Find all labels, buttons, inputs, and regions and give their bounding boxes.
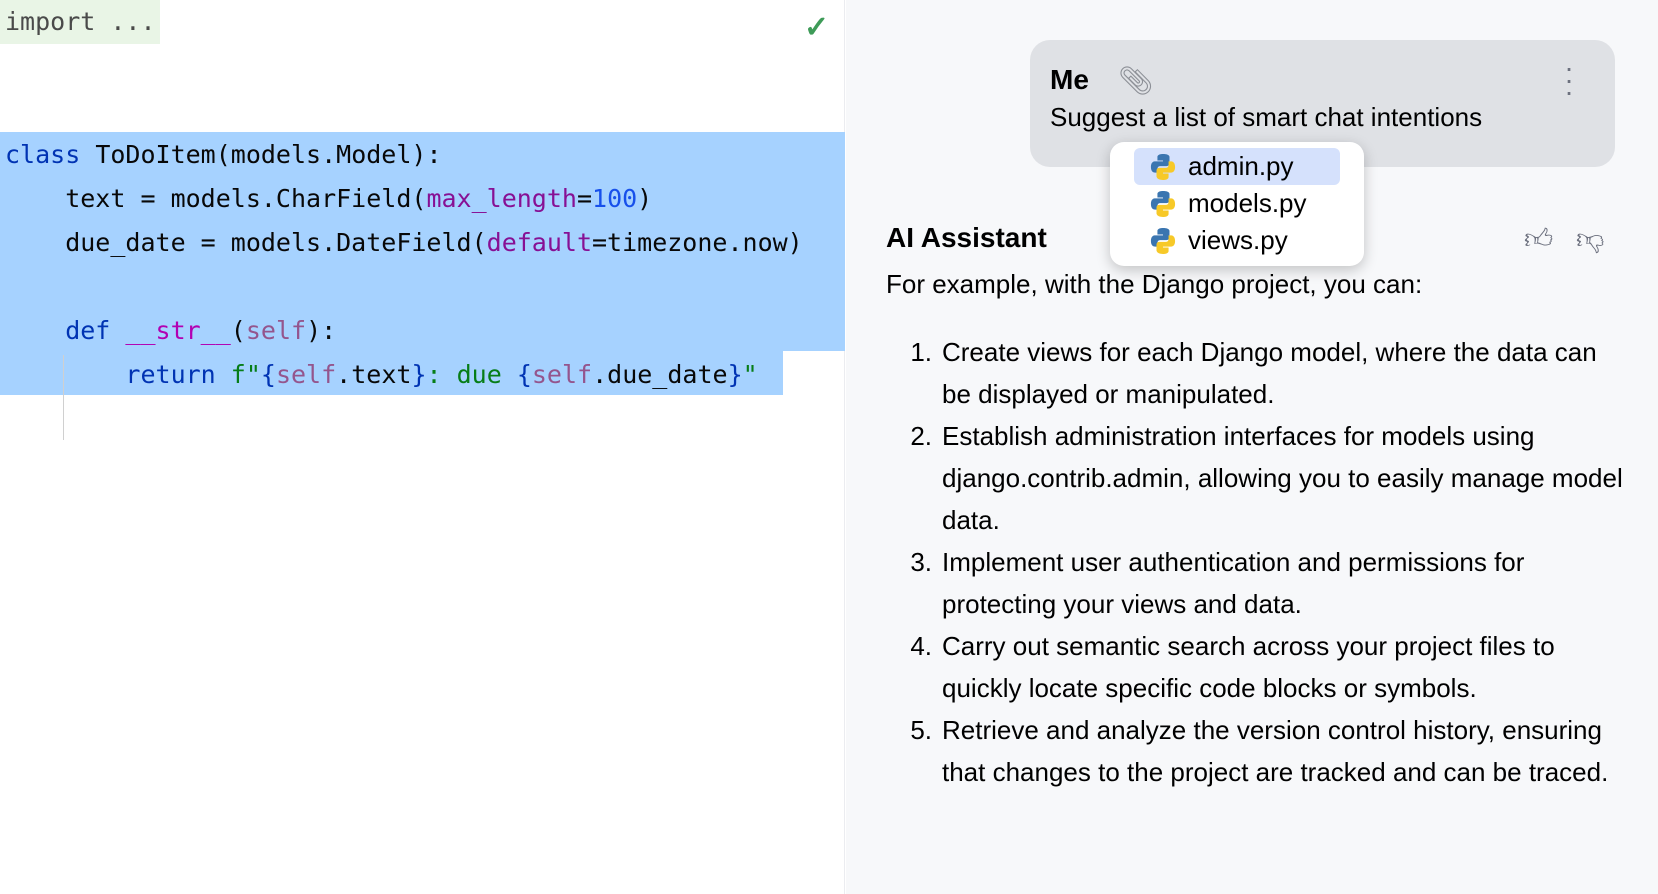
- code-line: text = models.CharField(max_length=100): [5, 184, 653, 213]
- attachments-popup: admin.py models.py views.py: [1110, 142, 1364, 266]
- selection-highlight: [0, 351, 783, 395]
- list-item: 2.Establish administration interfaces fo…: [910, 421, 1623, 535]
- user-name: Me: [1050, 64, 1089, 95]
- python-icon: [1150, 153, 1176, 180]
- paperclip-icon[interactable]: 📎︎: [1118, 65, 1154, 96]
- attachment-name: models.py: [1188, 188, 1307, 218]
- attachment-name: views.py: [1188, 225, 1288, 255]
- thumbs-down-icon[interactable]: 👎︎: [1576, 223, 1605, 254]
- indent-guide: [63, 355, 64, 440]
- code-line: return f"{self.text}: due {self.due_date…: [5, 360, 758, 389]
- check-icon[interactable]: ✓: [804, 11, 830, 44]
- code-editor[interactable]: import ... ✓ class ToDoItem(models.Model…: [0, 0, 845, 894]
- thumbs-up-icon[interactable]: 👍︎: [1524, 223, 1554, 254]
- folded-imports[interactable]: [0, 0, 160, 44]
- assistant-intro: For example, with the Django project, yo…: [886, 269, 1423, 299]
- list-item: 3.Implement user authentication and perm…: [910, 547, 1525, 619]
- assistant-name: AI Assistant: [886, 222, 1047, 253]
- code-line: class ToDoItem(models.Model):: [5, 140, 442, 169]
- suggestion-list: 1.Create views for each Django model, wh…: [910, 331, 1632, 793]
- ai-chat-panel: Me 📎︎ ··· Suggest a list of smart chat i…: [846, 0, 1658, 894]
- list-item: 5.Retrieve and analyze the version contr…: [910, 715, 1609, 787]
- import-line[interactable]: import ...: [5, 7, 156, 36]
- attachment-name: admin.py: [1188, 151, 1294, 181]
- list-item: 1.Create views for each Django model, wh…: [910, 337, 1597, 409]
- attachment-item[interactable]: views.py: [1134, 222, 1340, 259]
- code-line: due_date = models.DateField(default=time…: [5, 228, 803, 257]
- attachment-item[interactable]: admin.py: [1134, 148, 1340, 185]
- selection-highlight: [0, 132, 845, 351]
- python-icon: [1150, 227, 1176, 254]
- code-line: def __str__(self):: [5, 316, 337, 345]
- attachment-item[interactable]: models.py: [1134, 185, 1340, 222]
- more-options-icon[interactable]: ···: [1564, 52, 1574, 107]
- list-item: 4.Carry out semantic search across your …: [910, 631, 1555, 703]
- user-prompt: Suggest a list of smart chat intentions: [1050, 102, 1483, 132]
- python-icon: [1150, 190, 1176, 217]
